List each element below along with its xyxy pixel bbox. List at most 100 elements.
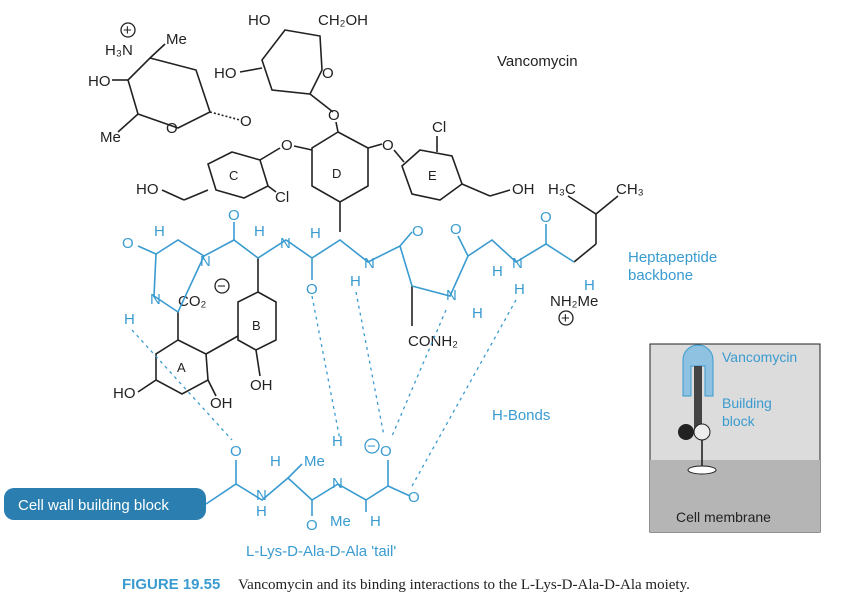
atom-o-tail3: O [380,443,392,460]
glucose-ring [261,29,323,95]
bond [457,235,469,257]
atom-me-tail1: Me [304,453,325,470]
cell-wall-box [4,488,206,520]
atom-o-bb4: O [412,223,424,240]
atom-n-bb4: N [364,255,375,272]
atom-me-2: Me [100,129,121,146]
bond [489,189,511,197]
bond [293,145,313,151]
bond [267,185,277,193]
minus-sign-co2: − [217,278,226,295]
inset-vancomycin-label: Vancomycin [722,349,797,365]
atom-n-bb1: N [150,291,161,308]
atom-o-tail4: O [408,489,420,506]
atom-o-cd: O [281,137,293,154]
plus-sign-1: + [123,22,132,39]
positive-charge-1 [120,22,136,38]
atom-h-tail3: H [332,433,343,450]
negative-charge-tail [364,438,380,454]
atom-cl-e: Cl [432,119,446,136]
atom-ring-oxygen-2: O [322,65,334,82]
atom-cl-c: Cl [275,189,289,206]
atom-me-tail2: Me [330,513,351,530]
building-block-node-2 [693,423,711,441]
atom-glycosidic-o: O [240,113,252,130]
atom-h-bb2: H [154,223,165,240]
bond [287,463,303,479]
atom-n-bb3: N [280,235,291,252]
ring-label-a: A [177,360,186,375]
atom-n-bb2: N [200,253,211,270]
bond [393,149,405,163]
atom-ho-c: HO [136,181,159,198]
bond [239,67,263,73]
bond [183,189,209,201]
atom-nh2me: NH₂Me [550,293,598,310]
bond [309,93,334,113]
bond [567,195,619,215]
atom-h3n: H₃N [105,42,133,59]
atom-h-bb9: H [584,277,595,294]
bond [335,121,339,133]
atom-o-bb3: O [306,281,318,298]
hbond-5 [411,299,517,487]
atom-h-bb3: H [254,223,265,240]
atom-h3c: H₃C [548,181,576,198]
hbonds-label: H-Bonds [492,407,550,424]
atom-h-bb1: H [124,311,135,328]
minus-sign-tail: − [367,438,376,455]
negative-charge-co2 [214,278,230,294]
figure-caption: Vancomycin and its binding interactions … [238,577,690,593]
membrane-anchor [687,465,717,475]
bond [399,231,413,247]
bond [367,143,383,149]
atom-h-bb8: H [514,281,525,298]
atom-n-bb5: N [446,287,457,304]
bond [259,147,281,161]
atom-oh-a: OH [210,395,233,412]
molecule-title: Vancomycin [497,53,578,70]
atom-me-1: Me [166,31,187,48]
atom-ring-oxygen-1: O [166,120,178,137]
hbond-4 [391,309,447,437]
atom-h-tail2: H [270,453,281,470]
atom-ch2oh: CH₂OH [318,12,368,29]
inset-membrane [650,460,820,532]
bond [161,189,185,201]
heptapeptide-label-line1: Heptapeptide [628,249,717,266]
atom-oh-b: OH [250,377,273,394]
bond [461,183,491,197]
bond [255,349,261,377]
atom-ho-top: HO [248,12,271,29]
ring-label-e: E [428,168,437,183]
atom-o-tail1: O [230,443,242,460]
atom-ho-sugar: HO [214,65,237,82]
bond [205,335,239,355]
atom-h-bb4: H [310,225,321,242]
ring-label-b: B [252,318,261,333]
atom-ho-left: HO [88,73,111,90]
atom-o-bb1: O [122,235,134,252]
atom-ch3: CH₃ [616,181,644,198]
vancomycin-shape [682,344,714,397]
atom-o-de: O [382,137,394,154]
cell-wall-label: Cell wall building block [18,497,169,514]
atom-o-bb5: O [450,221,462,238]
atom-n-tail2: N [332,475,343,492]
bond [207,379,217,397]
bond [387,485,411,497]
atom-o-bb6: O [540,209,552,226]
atom-h-bb7: H [492,263,503,280]
atom-h-tail4: H [370,513,381,530]
ring-label-d: D [332,166,341,181]
bond [117,113,139,133]
atom-h-bb6: H [472,305,483,322]
inset-building-line1: Building [722,395,772,411]
bond [149,43,166,59]
backbone-ring-closure [153,253,205,314]
bond [573,243,597,263]
ring-b [237,291,277,351]
inset-membrane-label: Cell membrane [676,509,771,525]
atom-o-bb2: O [228,207,240,224]
